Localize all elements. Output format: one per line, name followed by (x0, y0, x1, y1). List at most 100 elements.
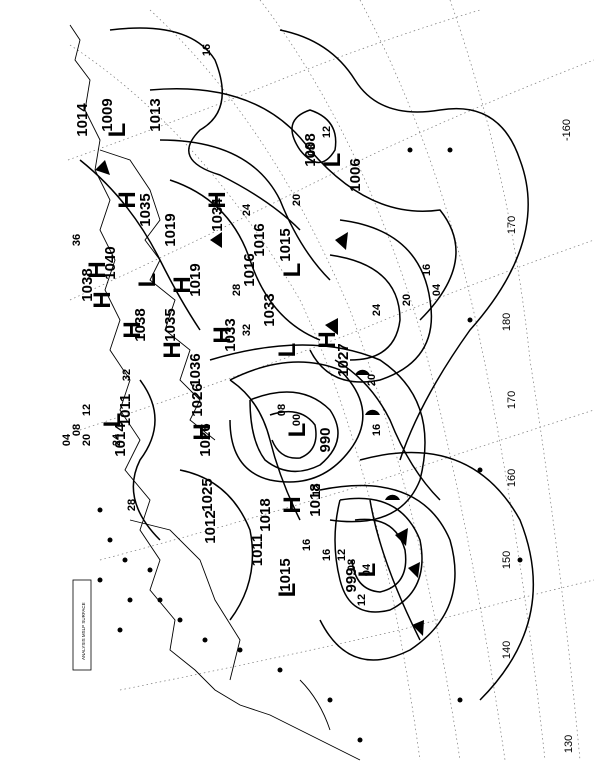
pressure-center-letter: H (84, 261, 111, 278)
pressure-value: 1014 (112, 423, 129, 457)
isobar-value: 12 (356, 594, 368, 606)
longitude-label: 160 (506, 469, 518, 487)
pressure-value: 1040 (102, 246, 119, 279)
pressure-value: 1011 (117, 394, 134, 427)
isobar-value: 24 (371, 303, 383, 316)
pressure-value: 1016 (241, 253, 258, 286)
pressure-center-letter: H (114, 191, 141, 208)
isobar-value: 24 (111, 433, 123, 446)
pressure-value: 1026 (197, 423, 214, 456)
pressure-center-letter: L (284, 423, 311, 438)
isobar-value: 12 (81, 404, 93, 416)
longitude-label: 180 (501, 313, 513, 331)
pressure-center-letter: L (274, 583, 301, 598)
isobar-value-labels: 1612080420242832361620242016120804000812… (61, 44, 443, 606)
isobars (109, 27, 535, 701)
isobar-value: 16 (201, 44, 213, 56)
isobar-value: 36 (71, 234, 83, 246)
isobar-value: 28 (231, 284, 243, 296)
pressure-value: 1019 (187, 263, 204, 296)
pressure-value: 1036 (187, 353, 204, 386)
pressure-center-letter: L (104, 123, 131, 138)
pressure-value: 1012 (202, 510, 219, 543)
pressure-value: 1025 (199, 478, 216, 511)
isobar-value: 16 (321, 549, 333, 561)
isobar-value: 04 (431, 283, 443, 296)
pressure-value: 1033 (222, 318, 239, 351)
pressure-center-letter: H (209, 326, 236, 343)
pressure-value: 1009 (99, 98, 116, 131)
pressure-center-letter: H (314, 331, 341, 348)
pressure-center-letter: H (204, 191, 231, 208)
pressure-value: 1018 (307, 483, 324, 516)
pressure-center-letter: L (319, 153, 346, 168)
isobar-value: 08 (346, 559, 358, 571)
pressure-value: 1038 (79, 268, 96, 301)
pressure-center-letter: L (354, 563, 381, 578)
isobar-value: 16 (301, 539, 313, 551)
pressure-value: 1018 (257, 498, 274, 531)
longitude-label: 150 (501, 551, 513, 569)
station-plots (97, 147, 523, 743)
pressure-value: 990 (317, 427, 334, 452)
pressure-value: 1019 (162, 213, 179, 246)
pressure-value: 1013 (147, 98, 164, 131)
longitude-label: 140 (501, 641, 513, 659)
pressure-value: 1035 (162, 308, 179, 341)
pressure-center-letter: H (89, 291, 116, 308)
longitude-label: 170 (506, 391, 518, 409)
pressure-center-letter: L (279, 263, 306, 278)
pressure-value: 1011 (249, 534, 266, 567)
isobar-value: 04 (361, 563, 373, 576)
longitude-label: -160 (561, 119, 573, 141)
pressure-value: 1038 (132, 308, 149, 341)
pressure-center-letter: H (189, 423, 216, 440)
isobar-value: 20 (401, 294, 413, 306)
isobar-value: 08 (306, 144, 318, 156)
isobar-value: 16 (371, 424, 383, 436)
isobar-value: 32 (121, 369, 133, 381)
isobar-value: 12 (311, 484, 323, 496)
pressure-value: 1026 (189, 383, 206, 416)
isobar-value: 12 (336, 549, 348, 561)
pressure-value-labels: 1009 1014 1013 1035 1019 1034 1040 1038 1038 1016… (74, 98, 364, 592)
isobar-value: 08 (276, 404, 288, 416)
isobar-value: 20 (291, 194, 303, 206)
isobar-value: 12 (321, 126, 333, 138)
pressure-center-letter: H (159, 341, 186, 358)
isobar-value: 20 (366, 374, 378, 386)
isobar-value: 00 (291, 414, 303, 426)
isobar-value: 32 (241, 324, 253, 336)
pressure-value: 1016 (251, 223, 268, 256)
longitude-label: 130 (563, 735, 575, 753)
longitude-labels: -160 170 180 170 160 150 130 140 (501, 119, 575, 753)
pressure-value: 1014 (74, 103, 91, 137)
isobar-value: 20 (81, 434, 93, 446)
isobar-value: 24 (241, 203, 253, 216)
isobar-value: 16 (421, 264, 433, 276)
pressure-value: 1034 (209, 198, 226, 232)
pressure-value: 1027 (335, 343, 352, 376)
pressure-center-letter: H (279, 496, 306, 513)
longitude-label: 170 (506, 216, 518, 234)
pressure-value: 1015 (277, 228, 294, 261)
isobar-value: 08 (71, 424, 83, 436)
pressure-value: 1008 (302, 133, 319, 166)
legend-box: ANALYSIS MSLP SURFACE (72, 579, 92, 671)
fronts (79, 159, 441, 641)
pressure-center-letter: L (134, 273, 161, 288)
coastlines (69, 24, 361, 761)
pressure-center-letter: L (274, 343, 301, 358)
lat-lon-grid (67, 0, 594, 761)
legend-text: ANALYSIS MSLP SURFACE (81, 602, 86, 660)
pressure-value: 1033 (261, 293, 278, 326)
pressure-value: 999 (343, 567, 360, 592)
pressure-value: 1015 (277, 558, 294, 591)
isobar-value: 04 (61, 433, 73, 446)
pressure-value: 1035 (137, 193, 154, 226)
isobar-value: 28 (126, 499, 138, 511)
pressure-center-letter: H (169, 276, 196, 293)
pressure-center-letter: L (99, 413, 126, 428)
